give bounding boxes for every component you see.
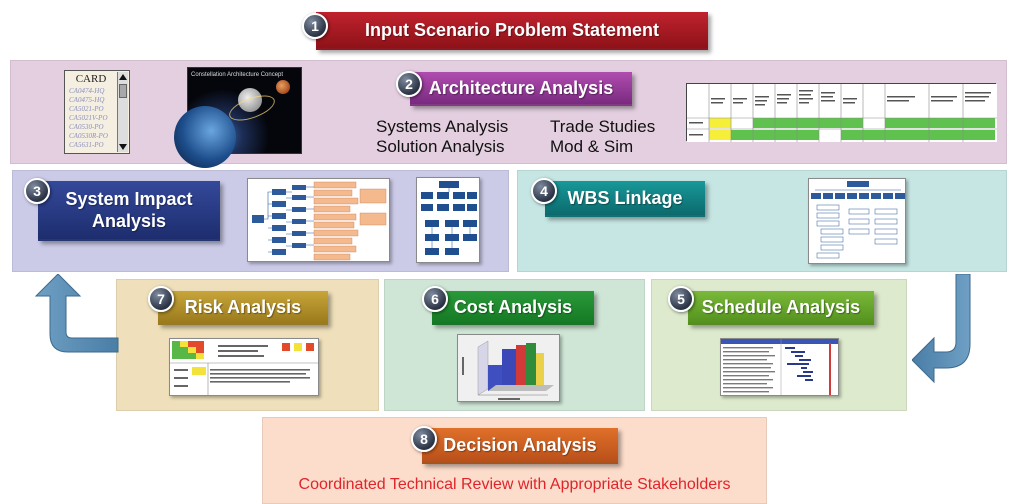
scroll-up-icon[interactable] (119, 74, 127, 80)
architecture-block-diagram (421, 181, 477, 255)
system-impact-analysis-bar: System Impact Analysis (38, 181, 220, 241)
step-number-2: 2 (396, 71, 422, 97)
card-list[interactable]: CARD CA0474-HQ CA0475-HQ CA5021-PO CA502… (64, 70, 130, 154)
wbs-linkage-title: WBS Linkage (567, 187, 683, 208)
step-number-5: 5 (668, 286, 694, 312)
step-number-3: 3 (24, 178, 50, 204)
card-list-item[interactable]: CA0475-HQ (69, 96, 105, 104)
arch-item-solution-analysis: Solution Analysis (376, 137, 505, 156)
input-scenario-bar: Input Scenario Problem Statement (316, 12, 708, 50)
card-list-item[interactable]: CA0530R-PO (69, 132, 108, 140)
wbs-linkage-bar: WBS Linkage (545, 181, 705, 217)
return-arrow-left (34, 274, 119, 353)
step-number-1: 1 (302, 13, 328, 39)
decision-analysis-bar: Decision Analysis (422, 428, 618, 464)
cost-3d-chart (458, 335, 559, 401)
card-list-item[interactable]: CA0474-HQ (69, 87, 105, 95)
decision-analysis-title: Decision Analysis (443, 434, 597, 455)
scroll-down-icon[interactable] (119, 144, 127, 150)
trade-study-grid (687, 84, 997, 142)
risk-matrix-thumbnail (169, 338, 319, 396)
cost-chart-thumbnail (457, 334, 560, 402)
system-tree-diagram (252, 181, 387, 261)
step-number-7: 7 (148, 286, 174, 312)
wbs-tree-thumbnail (808, 178, 906, 264)
flow-arrow-right (912, 274, 971, 384)
arch-item-systems-analysis: Systems Analysis (376, 117, 509, 136)
card-list-item[interactable]: CA5021V-PO (69, 114, 108, 122)
card-list-scrollbar[interactable] (117, 72, 128, 152)
earth-icon (174, 106, 236, 168)
architecture-block-thumbnail (416, 177, 480, 263)
risk-analysis-bar: Risk Analysis (158, 291, 328, 325)
constellation-image: Constellation Architecture Concept (174, 67, 302, 168)
card-list-item[interactable]: CA5631-PO (69, 141, 104, 149)
input-scenario-title: Input Scenario Problem Statement (364, 19, 660, 40)
cost-analysis-title: Cost Analysis (453, 296, 573, 317)
system-impact-title-line2: Analysis (91, 211, 167, 231)
system-tree-thumbnail (247, 178, 390, 262)
schedule-analysis-bar: Schedule Analysis (688, 291, 874, 325)
moon-icon (238, 88, 262, 112)
constellation-image-title: Constellation Architecture Concept (191, 72, 284, 78)
step-number-8: 8 (411, 426, 437, 452)
cost-analysis-bar: Cost Analysis (432, 291, 594, 325)
mars-icon (276, 80, 290, 94)
system-impact-title-line1: System Impact (65, 189, 193, 209)
step-number-6: 6 (422, 286, 448, 312)
wbs-tree-diagram (811, 181, 905, 259)
arch-item-trade-studies: Trade Studies (550, 117, 656, 136)
scroll-thumb[interactable] (119, 84, 127, 98)
arch-item-mod-sim: Mod & Sim (550, 137, 634, 156)
trade-study-table (686, 83, 997, 142)
schedule-analysis-title: Schedule Analysis (701, 296, 861, 317)
decision-subtitle: Coordinated Technical Review with Approp… (298, 476, 731, 493)
schedule-gantt-chart (721, 339, 838, 395)
risk-analysis-title: Risk Analysis (184, 296, 302, 317)
card-list-title: CARD (75, 73, 107, 85)
architecture-analysis-bar: Architecture Analysis (410, 72, 632, 106)
schedule-gantt-thumbnail (720, 338, 839, 396)
architecture-analysis-title: Architecture Analysis (428, 77, 614, 98)
risk-matrix-diagram (170, 341, 318, 395)
card-list-item[interactable]: CA5021-PO (69, 105, 104, 113)
step-number-4: 4 (531, 178, 557, 204)
card-list-item[interactable]: CA0530-PO (69, 123, 104, 131)
